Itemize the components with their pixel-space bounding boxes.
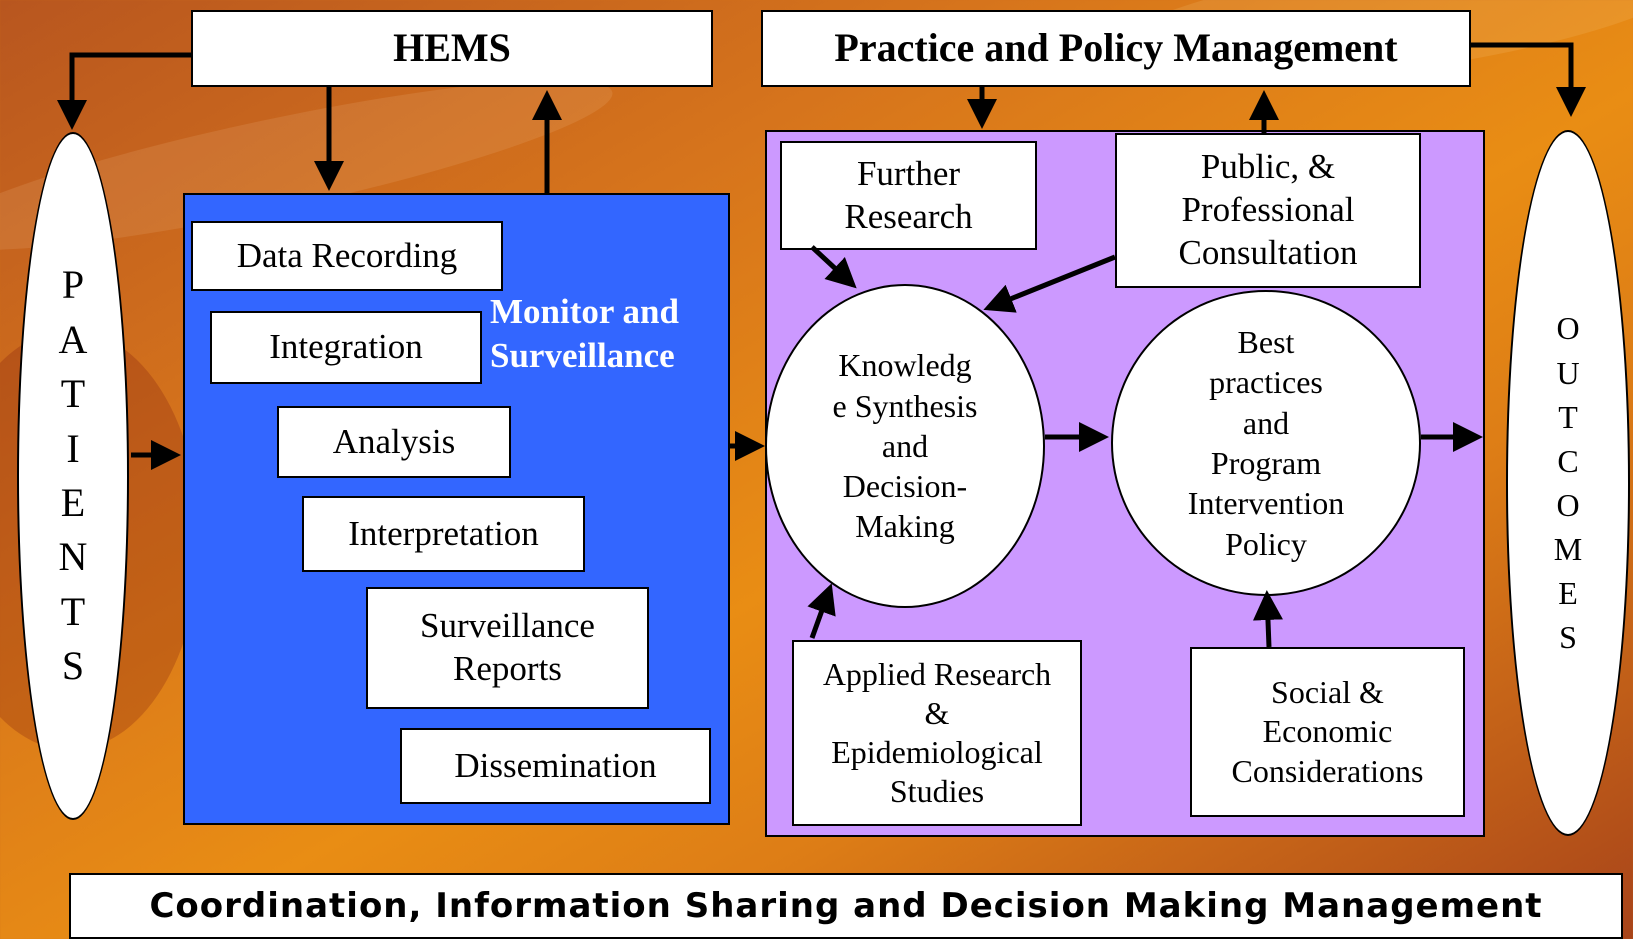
consultation-arrow bbox=[983, 254, 1116, 313]
hems-box: HEMS bbox=[191, 10, 713, 87]
patients-label: P A T I E N T S bbox=[58, 262, 88, 689]
monitor-surveillance-label: Monitor and Surveillance bbox=[490, 292, 679, 375]
data-recording-box: Data Recording bbox=[191, 221, 503, 291]
public-consultation-box: Public, & Professional Consultation bbox=[1115, 133, 1421, 288]
social-economic-box: Social & Economic Considerations bbox=[1190, 647, 1465, 817]
integration-box: Integration bbox=[210, 311, 482, 384]
coordination-bar: Coordination, Information Sharing and De… bbox=[69, 873, 1623, 939]
analysis-box: Analysis bbox=[277, 406, 511, 478]
further-research-box: Further Research bbox=[780, 141, 1037, 250]
outcomes-ellipse: O U T C O M E S bbox=[1506, 130, 1630, 836]
practice-to-outcomes-arrow bbox=[1471, 42, 1586, 117]
interpretation-box: Interpretation bbox=[302, 496, 585, 572]
knowledge-synthesis-circle: Knowledg e Synthesis and Decision- Makin… bbox=[765, 284, 1045, 608]
outcomes-label: O U T C O M E S bbox=[1553, 310, 1583, 656]
practice-policy-box: Practice and Policy Management bbox=[761, 10, 1471, 87]
applied-research-arrow bbox=[807, 583, 836, 639]
dissemination-box: Dissemination bbox=[400, 728, 711, 804]
further-research-arrow bbox=[810, 245, 857, 289]
applied-research-box: Applied Research & Epidemiological Studi… bbox=[792, 640, 1082, 826]
surveillance-reports-box: Surveillance Reports bbox=[366, 587, 649, 709]
hems-to-patients-arrow bbox=[57, 52, 191, 130]
patients-ellipse: P A T I E N T S bbox=[17, 132, 129, 820]
best-practices-circle: Best practices and Program Intervention … bbox=[1111, 290, 1421, 596]
social-economic-arrow bbox=[1252, 590, 1283, 648]
